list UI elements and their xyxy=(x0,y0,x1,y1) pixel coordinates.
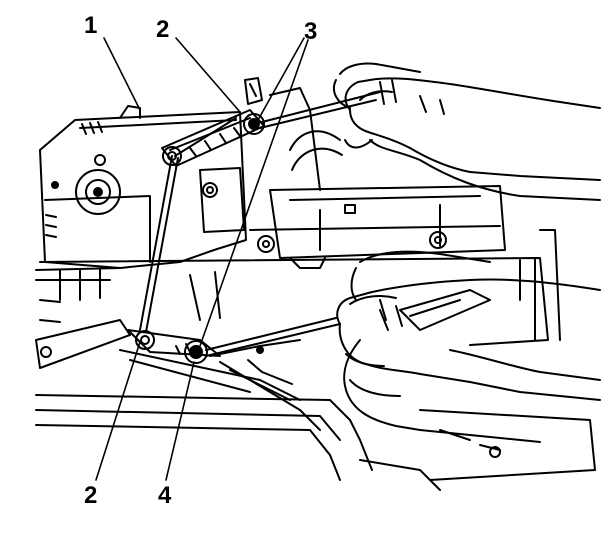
callout-2-top: 2 xyxy=(156,16,170,43)
callout-2-bottom: 2 xyxy=(84,482,98,509)
link-rod xyxy=(139,117,237,333)
lower-hand xyxy=(336,250,601,443)
actuator-link-arm xyxy=(161,77,265,167)
lower-case xyxy=(35,257,596,491)
hvac-module-housing xyxy=(39,105,247,269)
callout-1: 1 xyxy=(84,12,98,39)
callout-4: 4 xyxy=(158,482,172,509)
rear-duct xyxy=(59,87,561,341)
lower-linkage xyxy=(127,329,321,431)
leader-lines xyxy=(95,37,309,481)
upper-hand xyxy=(332,62,601,201)
callout-3: 3 xyxy=(304,18,318,45)
